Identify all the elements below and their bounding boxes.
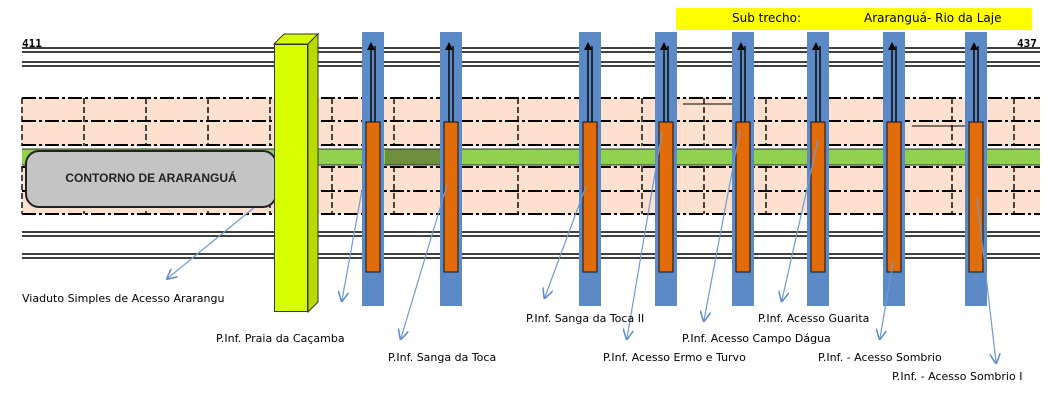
label-campo-dagua: P.Inf. Acesso Campo Dágua [682,332,831,345]
underpass-orange-pillar [735,121,751,273]
underpass-orange-pillar [365,121,381,273]
callout-leader-line [880,261,894,338]
underpass-orange-pillar [886,121,902,273]
callout-leader-line [704,129,741,320]
subtrecho-banner: Sub trecho: Araranguá- Rio da Laje [676,8,1032,30]
callout-leader-line [627,131,663,338]
label-sombrio-i: P.Inf. - Acesso Sombrio I [892,370,1023,383]
underpass-orange-pillar [582,121,598,273]
underpass-orange-pillar [658,121,674,273]
label-viaduto-ararangua: Viaduto Simples de Acesso Ararangu [22,292,225,305]
callout-leader-line [976,197,996,362]
subtrecho-value: Araranguá- Rio da Laje [864,11,1002,25]
callout-leader-line [545,185,587,297]
contorno-label: CONTORNO DE ARARANGUÁ [65,171,237,185]
callout-leader-line [342,189,363,300]
km-start-label: 411 [22,37,42,50]
viaduct-pillar [274,44,308,312]
callout-leader-line [401,184,448,338]
subtrecho-label: Sub trecho: [732,11,801,25]
km-end-label: 437 [1017,37,1037,50]
label-sanga-toca-ii: P.Inf. Sanga da Toca II [526,312,645,325]
label-guarita: P.Inf. Acesso Guarita [758,312,870,325]
contorno-box: CONTORNO DE ARARANGUÁ [25,150,277,208]
label-sanga-toca: P.Inf. Sanga da Toca [388,351,497,364]
label-sombrio: P.Inf. - Acesso Sombrio [818,351,942,364]
label-praia-cacamba: P.Inf. Praia da Caçamba [216,332,345,345]
callout-leader-line [782,139,819,300]
underpass-orange-pillar [810,121,826,273]
viaduct-side-face [307,32,319,314]
label-ermo-turvo: P.Inf. Acesso Ermo e Turvo [603,351,746,364]
median-dark-section [385,149,447,165]
underpass-orange-pillar [443,121,459,273]
underpass-orange-pillar [968,121,984,273]
